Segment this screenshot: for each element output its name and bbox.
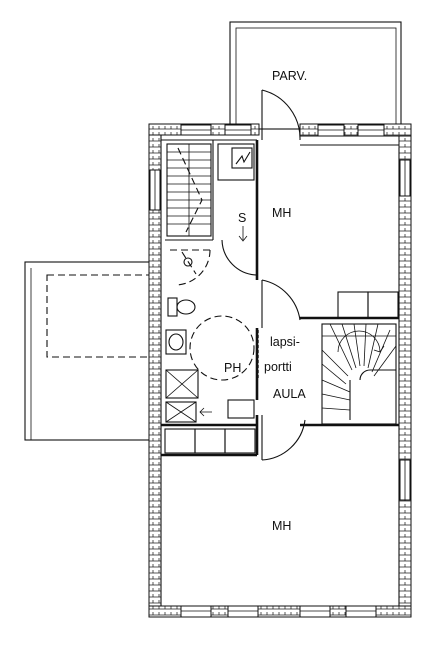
bedroom-top-label: MH <box>272 206 291 220</box>
door-bedroom-top <box>221 239 258 276</box>
storage-marker: S <box>238 211 248 242</box>
interior-walls <box>161 139 399 457</box>
balcony-door <box>261 89 301 141</box>
closet <box>164 428 256 454</box>
bedroom-bottom-label: MH <box>272 519 291 533</box>
electric-cabinet <box>217 143 255 181</box>
windows <box>149 124 411 618</box>
child-gate-label-2: portti <box>264 360 292 374</box>
wardrobe-top-bedroom <box>337 291 399 319</box>
child-gate-label-1: lapsi- <box>270 335 300 349</box>
balcony <box>229 21 402 130</box>
bathroom-label: PH <box>224 361 241 375</box>
carport-outline <box>24 261 156 441</box>
stair-hall <box>321 323 397 425</box>
hall-label: AULA <box>273 387 306 401</box>
door-hall-bedroom-top <box>261 279 301 328</box>
balcony-label: PARV. <box>272 69 307 83</box>
door-hall-bedroom-bottom <box>261 415 306 461</box>
storage-label: S <box>238 211 246 225</box>
bathroom-fixtures <box>165 249 255 423</box>
stair-top <box>166 143 212 237</box>
